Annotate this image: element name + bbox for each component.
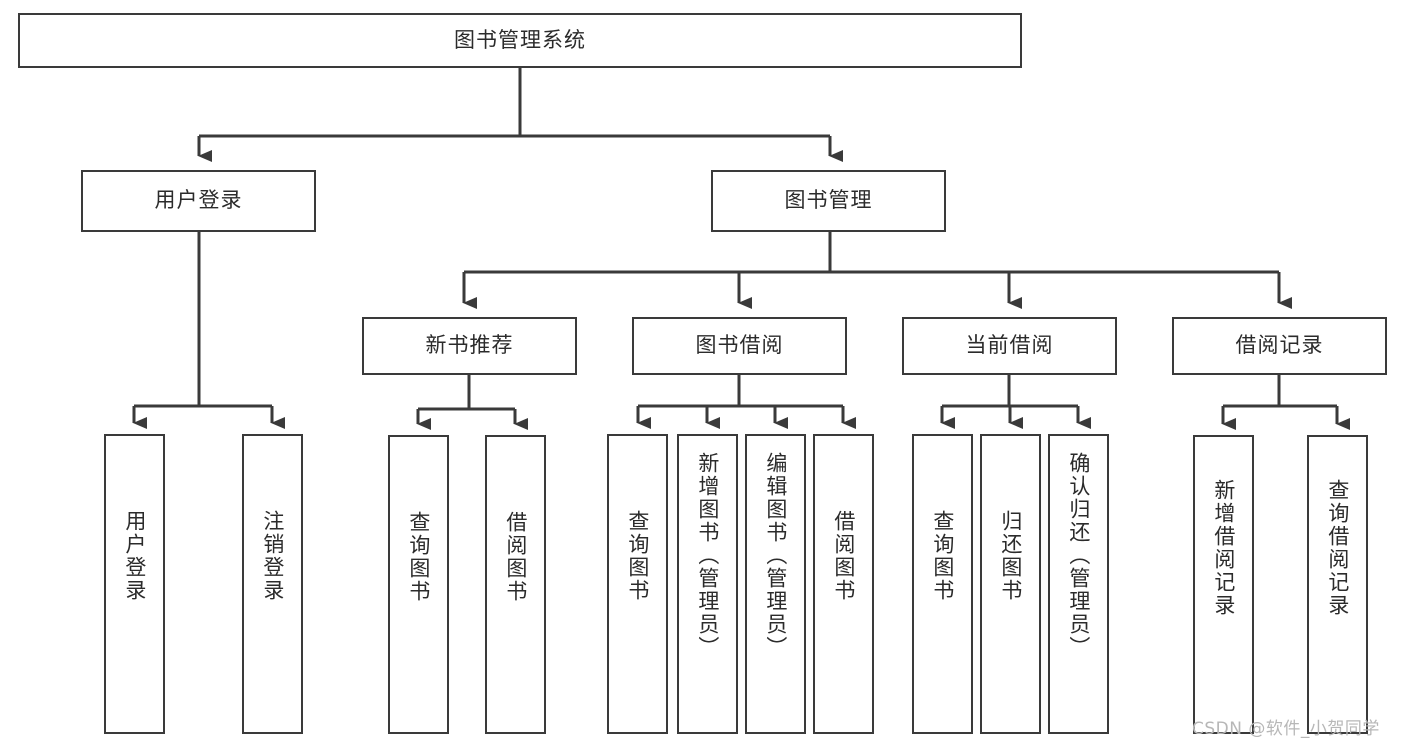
node-label: 新书推荐 xyxy=(425,333,514,358)
node-label: 新增图书（管理员） xyxy=(695,452,720,659)
leaf-return-book[interactable]: 归还图书 xyxy=(980,434,1041,734)
leaf-query-record[interactable]: 查询借阅记录 xyxy=(1307,435,1368,734)
node-label: 图书管理 xyxy=(784,188,873,213)
node-label: 归还图书 xyxy=(998,510,1023,602)
leaf-logout[interactable]: 注销登录 xyxy=(242,434,303,734)
node-label: 注销登录 xyxy=(260,510,285,602)
leaf-query-book-1[interactable]: 查询图书 xyxy=(388,435,449,734)
node-label: 借阅图书 xyxy=(831,510,856,602)
node-label: 新增借阅记录 xyxy=(1211,479,1236,617)
leaf-add-book[interactable]: 新增图书（管理员） xyxy=(677,434,738,734)
node-label: 用户登录 xyxy=(154,188,243,213)
node-label: 借阅记录 xyxy=(1235,333,1324,358)
leaf-user-login[interactable]: 用户登录 xyxy=(104,434,165,734)
leaf-add-record[interactable]: 新增借阅记录 xyxy=(1193,435,1254,734)
node-book-manage[interactable]: 图书管理 xyxy=(711,170,946,232)
node-root[interactable]: 图书管理系统 xyxy=(18,13,1022,68)
leaf-edit-book[interactable]: 编辑图书（管理员） xyxy=(745,434,806,734)
leaf-query-book-2[interactable]: 查询图书 xyxy=(607,434,668,734)
node-label: 图书管理系统 xyxy=(454,27,586,52)
node-borrow-record[interactable]: 借阅记录 xyxy=(1172,317,1387,375)
node-label: 确认归还（管理员） xyxy=(1066,452,1091,659)
node-label: 查询图书 xyxy=(930,510,955,602)
node-label: 编辑图书（管理员） xyxy=(763,452,788,659)
watermark: CSDN @软件_小贺同学 xyxy=(1192,719,1380,739)
node-user-login[interactable]: 用户登录 xyxy=(81,170,316,232)
node-book-borrow[interactable]: 图书借阅 xyxy=(632,317,847,375)
node-label: 图书借阅 xyxy=(695,333,784,358)
leaf-query-book-3[interactable]: 查询图书 xyxy=(912,434,973,734)
node-label: 用户登录 xyxy=(122,510,147,602)
node-label: 借阅图书 xyxy=(503,511,528,603)
leaf-confirm-return[interactable]: 确认归还（管理员） xyxy=(1048,434,1109,734)
node-new-book-recommend[interactable]: 新书推荐 xyxy=(362,317,577,375)
node-label: 查询图书 xyxy=(406,511,431,603)
node-label: 查询借阅记录 xyxy=(1325,479,1350,617)
leaf-borrow-book-1[interactable]: 借阅图书 xyxy=(485,435,546,734)
node-label: 当前借阅 xyxy=(965,333,1054,358)
node-current-borrow[interactable]: 当前借阅 xyxy=(902,317,1117,375)
node-label: 查询图书 xyxy=(625,510,650,602)
leaf-borrow-book-2[interactable]: 借阅图书 xyxy=(813,434,874,734)
